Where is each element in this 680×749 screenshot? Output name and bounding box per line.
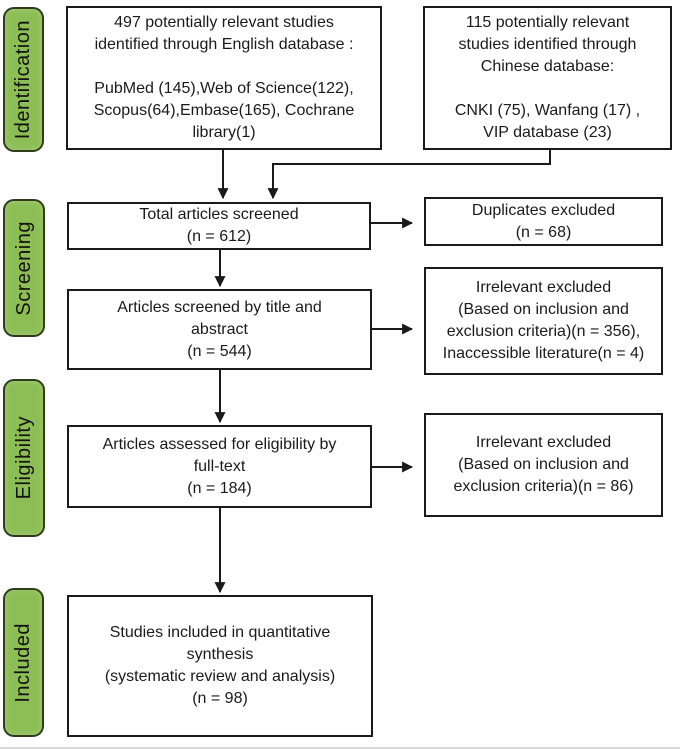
text-line: PubMed (145),Web of Science(122), [94,80,354,97]
stage-eligibility: Eligibility [3,379,45,537]
stage-screening: Screening [3,199,45,337]
text-line: library(1) [192,124,256,141]
text-line: studies identified through [458,36,637,53]
box-irrelevant-excluded-screening: Irrelevant excluded (Based on inclusion … [424,267,663,375]
box-duplicates-excluded: Duplicates excluded (n = 68) [424,197,663,246]
arrow-chinese-to-total [267,150,551,200]
text-line: (Based on inclusion and [458,456,629,473]
text-line: (n = 184) [187,479,252,497]
text-line: (Based on inclusion and [458,301,629,318]
box-irrelevant-excluded-eligibility: Irrelevant excluded (Based on inclusion … [424,413,663,517]
text-line: abstract [191,320,248,338]
text-line: identified through English database : [94,36,354,53]
stage-eligibility-label: Eligibility [12,416,35,500]
box-included-synthesis: Studies included in quantitative synthes… [67,595,373,737]
box-english-database: 497 potentially relevant studies identif… [66,6,382,150]
text-line: Total articles screened [139,206,299,223]
stage-included-label: Included [12,622,34,703]
text-line: (n = 544) [187,342,252,360]
text-line: (n = 612) [186,228,252,245]
stage-identification-label: Identification [12,19,34,140]
text-line: (systematic review and analysis) [104,668,336,685]
stage-screening-label: Screening [12,220,35,316]
text-line: exclusion criteria)(n = 86) [453,478,634,495]
text-line: (n = 68) [515,223,572,241]
text-line: Articles screened by title and [117,298,322,316]
text-line: 497 potentially relevant studies [114,14,334,31]
text-line: exclusion criteria)(n = 356), [446,323,641,340]
text-line: (n = 98) [192,690,248,707]
text-line: Articles assessed for eligibility by [102,435,337,453]
stage-identification: Identification [3,7,44,152]
text-line: Duplicates excluded [471,201,616,219]
text-line: Inaccessible literature(n = 4) [442,345,645,362]
box-fulltext-assessed: Articles assessed for eligibility by ful… [67,425,372,508]
text-line: Irrelevant excluded [475,434,612,451]
text-line: Irrelevant excluded [475,279,612,296]
text-line: 115 potentially relevant [465,14,630,31]
box-total-screened: Total articles screened (n = 612) [67,202,371,250]
stage-included: Included [3,588,44,737]
text-line: VIP database (23) [483,124,612,141]
text-line: Scopus(64),Embase(165), Cochrane [93,102,355,119]
box-chinese-database: 115 potentially relevant studies identif… [423,6,672,150]
text-line: Chinese database: [480,58,615,75]
box-title-abstract-screened: Articles screened by title and abstract … [67,289,372,370]
text-line: synthesis [186,646,254,663]
text-line: Studies included in quantitative [109,624,331,641]
text-line: full-text [193,457,246,475]
text-line: CNKI (75), Wanfang (17) , [454,102,641,119]
